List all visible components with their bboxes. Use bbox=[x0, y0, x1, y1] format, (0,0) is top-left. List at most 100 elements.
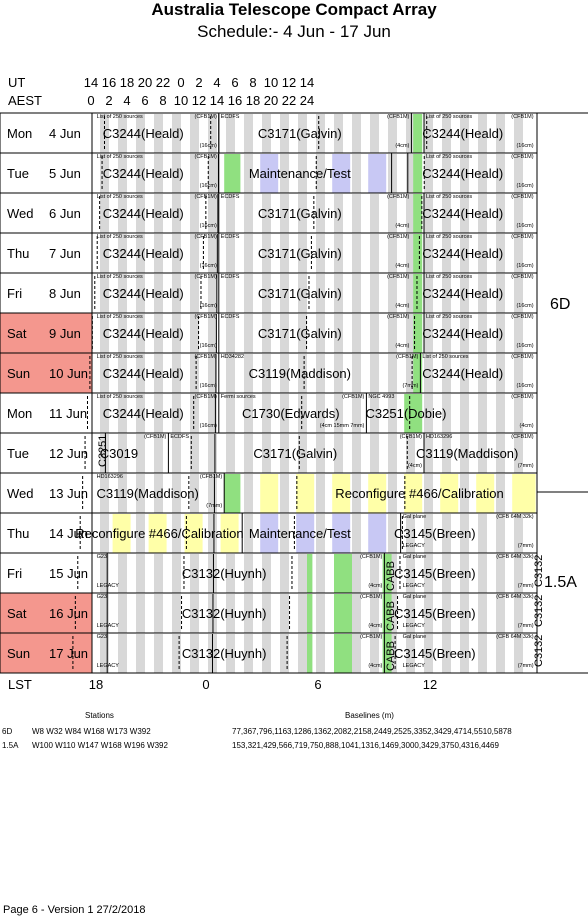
project-note: (CFB1M) bbox=[387, 194, 410, 200]
lst-stripe bbox=[334, 194, 343, 233]
schedule-block-lavender bbox=[260, 154, 279, 193]
lst-stripe bbox=[190, 194, 199, 233]
aest-tick: 8 bbox=[159, 93, 167, 108]
lst-stripe bbox=[154, 234, 163, 273]
lst-stripe bbox=[514, 554, 523, 593]
project-label: C3119(Maddison) bbox=[416, 446, 519, 461]
lst-stripe bbox=[424, 154, 433, 193]
lst-stripe bbox=[100, 434, 109, 473]
project-label: C3171(Galvin) bbox=[257, 206, 342, 221]
lst-stripe bbox=[352, 354, 361, 393]
project-note: (CFB1M) bbox=[511, 234, 534, 240]
lst-stripe bbox=[262, 194, 271, 233]
project-note: (CFB1M) bbox=[194, 354, 217, 360]
lst-stripe bbox=[190, 554, 199, 593]
lst-stripe bbox=[154, 634, 163, 673]
lst-stripe bbox=[244, 634, 253, 673]
lst-stripe bbox=[100, 634, 109, 673]
lst-stripe bbox=[208, 194, 217, 233]
lst-tick: 6 bbox=[314, 677, 322, 692]
project-note: (4cm) bbox=[395, 303, 410, 309]
ut-label: UT bbox=[8, 75, 26, 90]
lst-stripe bbox=[460, 474, 469, 513]
lst-stripe bbox=[388, 234, 397, 273]
lst-stripe bbox=[280, 234, 289, 273]
lst-stripe bbox=[154, 274, 163, 313]
lst-stripe bbox=[100, 514, 109, 553]
lst-stripe bbox=[244, 314, 253, 353]
ut-tick: 10 bbox=[263, 75, 279, 90]
schedule-block-yellow bbox=[112, 514, 131, 553]
lst-stripe bbox=[298, 154, 307, 193]
station-list-1-5a: W100 W110 W147 W168 W196 W392 bbox=[32, 741, 168, 750]
baselines-1-5a: 153,321,429,566,719,750,888,1041,1316,14… bbox=[232, 741, 499, 750]
lst-stripe bbox=[460, 514, 469, 553]
lst-stripe bbox=[298, 434, 307, 473]
lst-stripe bbox=[244, 554, 253, 593]
lst-stripe bbox=[280, 154, 289, 193]
lst-stripe bbox=[496, 154, 505, 193]
lst-stripe bbox=[316, 354, 325, 393]
ut-tick: 12 bbox=[281, 75, 297, 90]
project-label: C3244(Heald) bbox=[422, 326, 504, 341]
lst-stripe bbox=[154, 594, 163, 633]
schedule-block-green bbox=[334, 634, 352, 673]
lst-stripe bbox=[244, 474, 253, 513]
lst-stripe bbox=[136, 274, 145, 313]
project-note: (CFB1M) bbox=[360, 634, 383, 640]
project-note: (16cm) bbox=[516, 223, 534, 229]
weekend-highlight bbox=[0, 353, 92, 393]
aest-tick: 0 bbox=[87, 93, 95, 108]
lst-stripe bbox=[352, 474, 361, 513]
lst-stripe bbox=[280, 634, 289, 673]
day-date: 15 Jun bbox=[49, 566, 89, 581]
project-note: G23 bbox=[96, 634, 107, 640]
project-note: (CFB1M) bbox=[194, 394, 217, 400]
lst-stripe bbox=[352, 514, 361, 553]
lst-stripe bbox=[118, 314, 127, 353]
project-note: (16cm) bbox=[199, 223, 217, 229]
ut-tick: 22 bbox=[155, 75, 171, 90]
lst-stripe bbox=[442, 514, 451, 553]
day-name: Tue bbox=[7, 166, 29, 181]
lst-stripe bbox=[172, 474, 181, 513]
lst-stripe bbox=[406, 514, 415, 553]
project-note: G23 bbox=[96, 554, 107, 560]
lst-stripe bbox=[280, 274, 289, 313]
lst-stripe bbox=[298, 314, 307, 353]
lst-stripe bbox=[460, 434, 469, 473]
project-note: (7mm) bbox=[402, 383, 419, 389]
project-note: (CFB1M) bbox=[387, 274, 410, 280]
schedule-block-green bbox=[413, 194, 423, 233]
lst-stripe bbox=[262, 354, 271, 393]
day-name: Sun bbox=[7, 366, 31, 381]
project-label: C3244(Heald) bbox=[102, 366, 184, 381]
schedule-block-yellow bbox=[368, 474, 387, 513]
ut-tick: 14 bbox=[83, 75, 99, 90]
aest-tick: 14 bbox=[209, 93, 225, 108]
lst-label: LST bbox=[8, 677, 32, 692]
lst-stripe bbox=[424, 314, 433, 353]
lst-stripe bbox=[496, 234, 505, 273]
project-label: C3244(Heald) bbox=[102, 326, 184, 341]
project-label: C3019 bbox=[99, 446, 139, 461]
project-label: C3145(Breen) bbox=[393, 526, 476, 541]
lst-stripe bbox=[136, 594, 145, 633]
lst-stripe bbox=[298, 274, 307, 313]
day-date: 11 Jun bbox=[49, 406, 88, 421]
project-note: (16cm) bbox=[199, 423, 217, 429]
lst-stripe bbox=[442, 594, 451, 633]
lst-stripe bbox=[514, 594, 523, 633]
project-note: (CFB1M) bbox=[511, 354, 534, 360]
lst-stripe bbox=[262, 274, 271, 313]
lst-stripe bbox=[208, 394, 217, 433]
lst-stripe bbox=[280, 474, 289, 513]
lst-stripe bbox=[424, 114, 433, 153]
lst-stripe bbox=[136, 194, 145, 233]
lst-stripe bbox=[280, 354, 289, 393]
lst-stripe bbox=[190, 114, 199, 153]
day-date: 16 Jun bbox=[49, 606, 89, 621]
lst-stripe bbox=[388, 554, 397, 593]
lst-stripe bbox=[406, 554, 415, 593]
lst-stripe bbox=[136, 314, 145, 353]
